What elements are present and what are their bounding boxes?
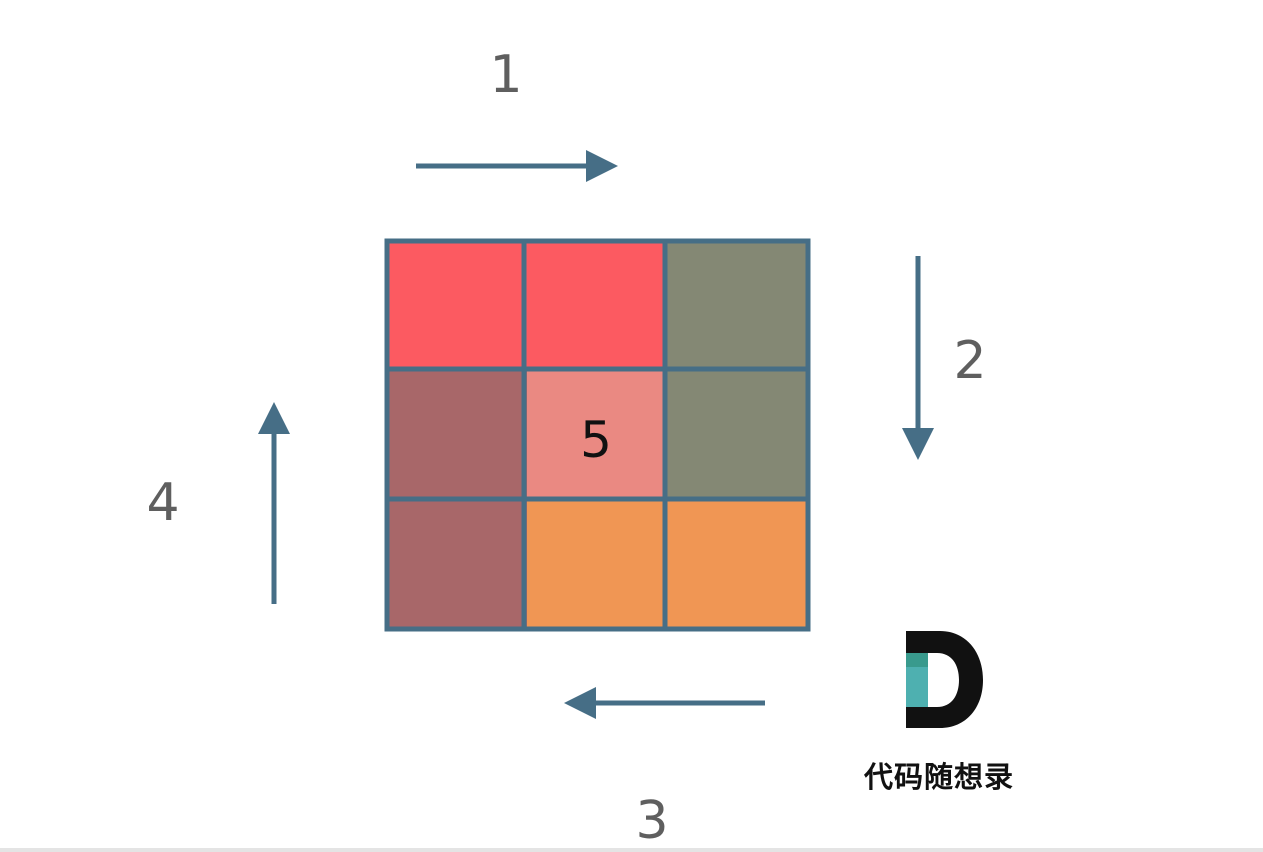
brand-name: 代码随想录 (863, 760, 1014, 794)
step-label-left: 4 (146, 473, 179, 533)
matrix-grid (384, 238, 811, 632)
arrow-left-icon (564, 687, 765, 719)
matrix-cell (667, 499, 808, 629)
arrow-up-icon (258, 402, 290, 604)
step-label-right: 2 (953, 331, 986, 391)
matrix-cell (667, 241, 808, 369)
matrix-cell (527, 241, 667, 369)
matrix-cell (667, 369, 808, 499)
matrix-cell (527, 369, 667, 499)
matrix-cell (387, 499, 527, 629)
matrix-cell (387, 241, 527, 369)
arrow-down-icon (902, 256, 934, 460)
arrows (258, 150, 934, 719)
grid-lines (384, 238, 811, 632)
matrix-cell (387, 369, 527, 499)
bottom-divider (0, 848, 1263, 852)
matrix-cell (527, 499, 667, 629)
brand-logo-icon (906, 631, 983, 728)
step-label-bottom: 3 (635, 791, 668, 851)
step-label-top: 1 (489, 45, 522, 105)
center-cell-label: 5 (580, 411, 612, 469)
arrow-right-icon (416, 150, 618, 182)
